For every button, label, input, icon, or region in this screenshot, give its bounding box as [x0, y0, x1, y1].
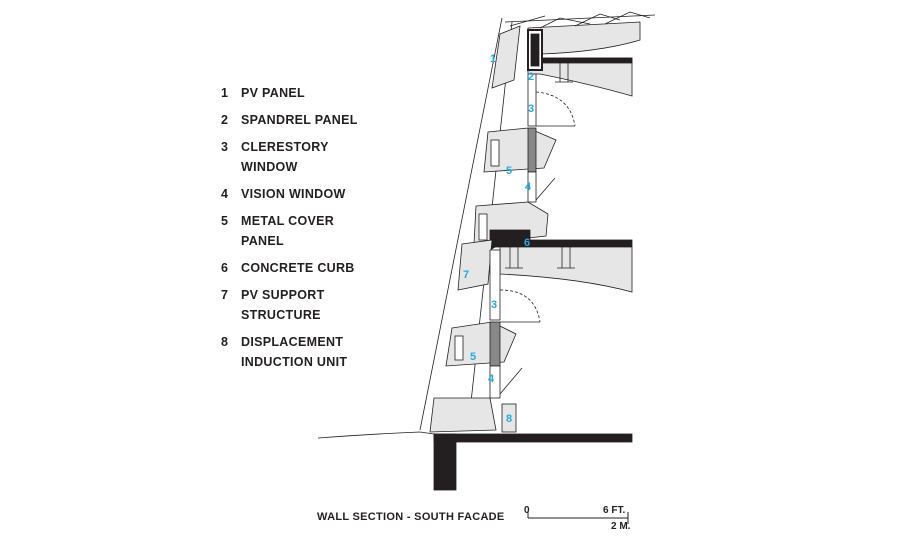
roof-edge-line: [504, 14, 656, 23]
legend-item-pv-panel: 1 PV PANEL: [221, 83, 421, 103]
callout-number: 4: [488, 373, 495, 385]
legend-label: CONCRETE CURB: [241, 261, 355, 275]
legend-item-metal-cover-panel: 5 METAL COVER PANEL: [221, 211, 421, 251]
legend-label: PV PANEL: [241, 86, 305, 100]
window-awning: [499, 367, 523, 395]
callout-number: 3: [491, 299, 497, 311]
pv-panel-bottom: [429, 397, 497, 433]
middle-slab-top: [489, 239, 633, 248]
roof-pv-rack: [509, 11, 651, 29]
legend-num: 8: [221, 335, 229, 349]
pv-support-structure: [457, 239, 493, 291]
upper-slab-top: [527, 57, 633, 64]
clerestory-window-upper: [527, 73, 537, 127]
middle-floor-slab: [499, 246, 633, 293]
scale-zero: 0: [524, 505, 530, 516]
legend-num: 6: [221, 261, 229, 275]
callout-number: 6: [524, 237, 530, 249]
callout-number: 5: [506, 165, 512, 177]
legend-item-pv-support-structure: 7 PV SUPPORT STRUCTURE: [221, 285, 421, 325]
callout-number: 2: [528, 71, 534, 83]
callout-number: 5: [470, 351, 476, 363]
drawing-caption: WALL SECTION - SOUTH FACADE: [317, 511, 505, 523]
legend-label: VISION WINDOW: [241, 187, 346, 201]
window-frame: [527, 127, 537, 173]
clerestory-window-lower: [489, 249, 501, 321]
pv-module: [490, 139, 500, 167]
legend-num: 2: [221, 113, 229, 127]
legend-num: 4: [221, 187, 229, 201]
legend-item-displacement-induction-unit: 8 DISPLACEMENT INDUCTION UNIT: [221, 332, 421, 372]
legend-label: SPANDREL PANEL: [241, 113, 358, 127]
legend-label: CLERESTORY WINDOW: [241, 140, 329, 174]
upper-floor-slab: [527, 57, 633, 97]
legend-item-concrete-curb: 6 CONCRETE CURB: [221, 258, 421, 278]
legend-num: 3: [221, 140, 229, 154]
metal-cover-panel-upper: [483, 127, 557, 173]
pv-module: [454, 335, 464, 361]
steel-beam: [555, 63, 573, 83]
legend-num: 1: [221, 86, 229, 100]
callout-number: 4: [525, 181, 532, 193]
legend: 1 PV PANEL 2 SPANDREL PANEL 3 CLERESTORY…: [221, 83, 421, 379]
legend-num: 7: [221, 288, 229, 302]
vision-window-lower: [489, 365, 501, 399]
scale-meters: 2 M.: [611, 521, 631, 532]
foundation-wall: [433, 433, 457, 491]
legend-item-spandrel-panel: 2 SPANDREL PANEL: [221, 110, 421, 130]
door-swing-arc: [535, 91, 576, 127]
legend-item-vision-window: 4 VISION WINDOW: [221, 184, 421, 204]
ground-floor-slab: [433, 433, 633, 443]
window-awning: [535, 177, 556, 201]
window-frame: [489, 321, 501, 367]
grade-line: [317, 431, 435, 439]
steel-beam: [505, 247, 575, 269]
vision-window-upper: [527, 171, 537, 203]
callout-number: 8: [506, 413, 512, 425]
callout-number: 7: [463, 269, 469, 281]
legend-label: DISPLACEMENT INDUCTION UNIT: [241, 335, 348, 369]
spandrel-core: [530, 33, 540, 67]
legend-label: PV SUPPORT STRUCTURE: [241, 288, 325, 322]
scale-feet: 6 FT.: [603, 505, 625, 516]
pv-support-line: [419, 17, 503, 431]
legend-item-clerestory-window: 3 CLERESTORY WINDOW: [221, 137, 421, 177]
callout-number: 3: [528, 103, 534, 115]
pv-module: [478, 213, 488, 241]
top-pv-panel: [491, 25, 521, 89]
legend-num: 5: [221, 214, 229, 228]
scale-bar: 0 6 FT. 2 M.: [524, 505, 631, 532]
legend-label: METAL COVER PANEL: [241, 214, 335, 248]
door-swing-arc: [499, 289, 541, 323]
displacement-induction-unit: [501, 403, 517, 433]
upper-roof-overhang: [527, 21, 641, 55]
callout-number: 1: [490, 53, 496, 65]
